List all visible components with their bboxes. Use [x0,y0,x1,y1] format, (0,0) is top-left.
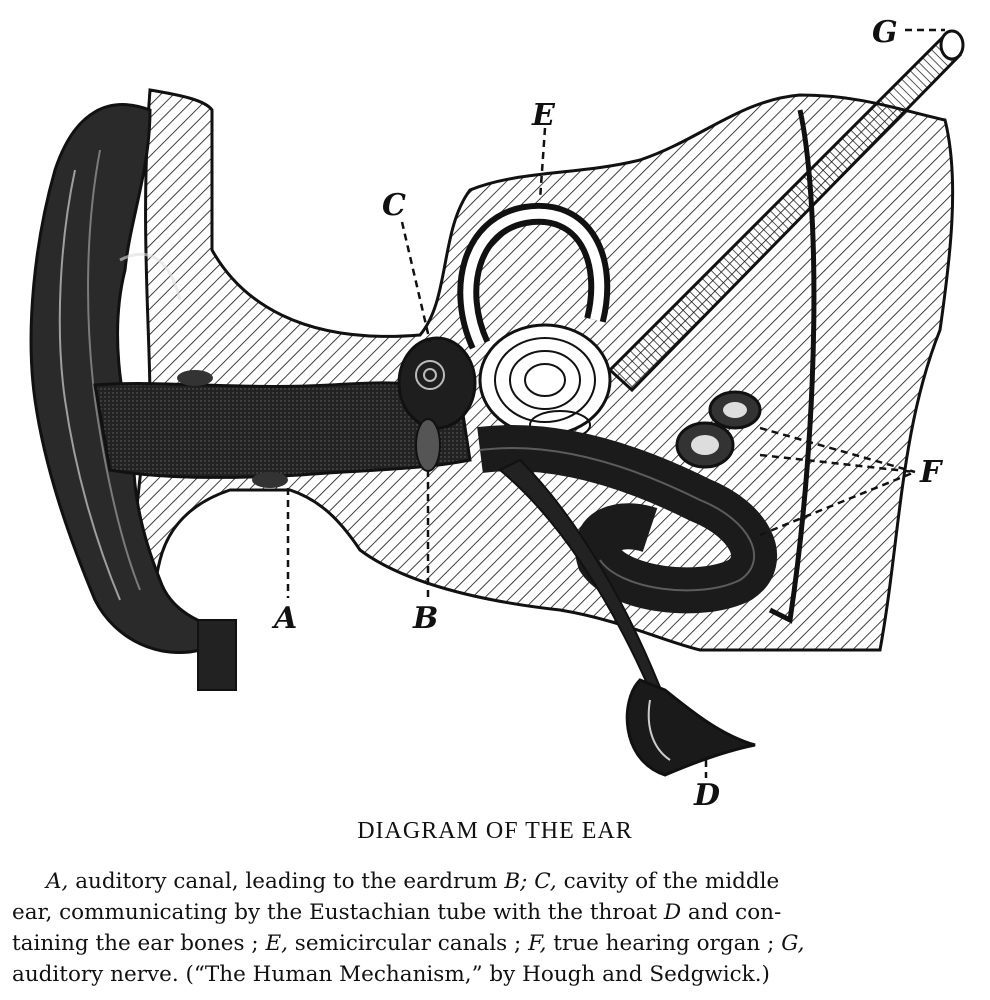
caption-text: taining the ear bones ; [12,931,266,956]
leader-F2 [759,453,916,474]
caption-text: auditory nerve. (“The Human Mechanism,” … [12,962,770,987]
caption-body: A, auditory canal, leading to the eardru… [12,866,978,990]
throat-flare [625,678,756,777]
caption-line: taining the ear bones ; E, semicircular … [12,928,978,959]
caption-text: true hearing organ ; [546,931,782,956]
caption-line: ear, communicating by the Eustachian tub… [12,897,978,928]
label-D: D [693,778,720,813]
auditory-canal [93,381,472,479]
label-E: E [531,98,556,133]
label-G: G [872,15,898,50]
label-A: A [271,601,297,636]
caption-label-ref: G, [781,931,805,956]
caption-text: cavity of the middle [556,869,780,894]
caption-title: DIAGRAM OF THE EAR [357,818,633,844]
caption-label-ref: A, [46,869,69,894]
caption-label-ref: F, [528,931,547,956]
leader-C [400,221,432,343]
outer-ear [29,103,234,655]
caption-line: auditory nerve. (“The Human Mechanism,” … [12,959,978,990]
leader-F3 [759,470,916,537]
caption-text: auditory canal, leading to the eardrum [68,869,505,894]
ear-diagram: A B C D E F G [29,15,965,813]
caption-label-ref: E, [265,931,288,956]
caption-text: and con- [681,900,782,925]
label-F: F [919,455,944,490]
middle-ear-cavity [397,336,477,430]
ear-stub [197,619,237,691]
caption-line: A, auditory canal, leading to the eardru… [12,866,978,897]
caption-text: ear, communicating by the Eustachian tub… [12,900,664,925]
eardrum [415,418,441,472]
leader-F1 [759,426,916,474]
label-C: C [382,188,406,223]
caption-label-ref: C, [534,869,557,894]
caption-label-ref: D [663,900,682,925]
label-B: B [412,601,438,636]
caption-text: semicircular canals ; [287,931,529,956]
caption-label-ref: B; [504,869,528,894]
vestibule [478,323,612,437]
leader-E [538,127,547,201]
